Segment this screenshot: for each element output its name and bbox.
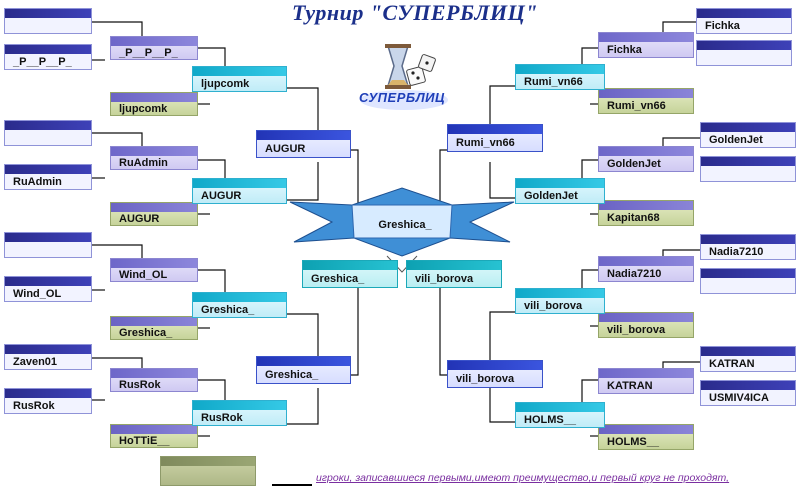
player-slot-r2b: Rumi_vn66 <box>598 88 694 114</box>
player-slot-l1b: _P__P__P_ <box>4 44 92 70</box>
player-slot-r1a: Fichka <box>696 8 792 34</box>
player-name: Zaven01 <box>13 356 58 368</box>
player-name: Greshica_ <box>311 273 365 285</box>
player-name: GoldenJet <box>607 158 661 170</box>
player-slot-l1a <box>4 8 92 34</box>
note-underline <box>272 484 312 486</box>
player-name: KATRAN <box>709 358 755 370</box>
player-name: Nadia7210 <box>607 268 662 280</box>
logo-text: СУПЕРБЛИЦ <box>358 90 445 105</box>
player-slot-r1g: KATRAN <box>700 346 796 372</box>
player-slot-l3b: AUGUR <box>192 178 287 204</box>
player-name: AUGUR <box>265 143 306 155</box>
player-name: ljupcomk <box>201 78 250 90</box>
player-slot-l1e <box>4 232 92 258</box>
player-name: HOLMS__ <box>607 436 659 448</box>
player-name: Greshica_ <box>201 304 255 316</box>
player-slot-lx <box>160 456 256 486</box>
player-name: _P__P__P_ <box>119 47 178 59</box>
player-name: _P__P__P_ <box>13 56 72 68</box>
player-name: Greshica_ <box>265 369 319 381</box>
player-slot-l2b: ljupcomk <box>110 92 198 116</box>
player-slot-r2e: Nadia7210 <box>598 256 694 282</box>
player-name: vili_borova <box>456 373 515 385</box>
player-name: Nadia7210 <box>709 246 764 258</box>
player-slot-r2g: KATRAN <box>598 368 694 394</box>
player-slot-r2h: HOLMS__ <box>598 424 694 450</box>
player-name: GoldenJet <box>524 190 578 202</box>
player-slot-r1b <box>696 40 792 66</box>
player-slot-l1g: Zaven01 <box>4 344 92 370</box>
player-slot-r2f: vili_borova <box>598 312 694 338</box>
player-slot-r1c: GoldenJet <box>700 122 796 148</box>
player-name: RuAdmin <box>119 157 168 169</box>
player-name: Rumi_vn66 <box>456 137 515 149</box>
player-slot-r2c: GoldenJet <box>598 146 694 172</box>
player-slot-l4a: AUGUR <box>256 130 351 158</box>
player-slot-l3d: RusRok <box>192 400 287 426</box>
page-title: Турнир "СУПЕРБЛИЦ" <box>292 0 538 25</box>
player-slot-r3a: Rumi_vn66 <box>515 64 605 90</box>
player-name: Fichka <box>705 20 740 32</box>
player-slot-l2g: RusRok <box>110 368 198 392</box>
player-slot-r4b: vili_borova <box>447 360 543 388</box>
player-name: vili_borova <box>524 300 583 312</box>
player-slot-l1f: Wind_OL <box>4 276 92 302</box>
player-name: vili_borova <box>415 273 474 285</box>
player-slot-r3d: HOLMS__ <box>515 402 605 428</box>
player-slot-l2h: HoTTiE__ <box>110 424 198 448</box>
player-name: USMIV4ICA <box>709 392 769 404</box>
player-slot-r2d: Kapitan68 <box>598 200 694 226</box>
player-name: GoldenJet <box>709 134 763 146</box>
player-name: Rumi_vn66 <box>607 100 666 112</box>
player-name: HOLMS__ <box>524 414 576 426</box>
player-slot-r1h: USMIV4ICA <box>700 380 796 406</box>
player-slot-l1h: RusRok <box>4 388 92 414</box>
player-slot-l4b: Greshica_ <box>256 356 351 384</box>
player-name: Rumi_vn66 <box>524 76 583 88</box>
player-slot-l2d: AUGUR <box>110 202 198 226</box>
player-name: ljupcomk <box>119 103 168 115</box>
player-name: AUGUR <box>119 213 160 225</box>
player-name: RusRok <box>13 400 55 412</box>
player-name: RusRok <box>201 412 243 424</box>
player-name: Fichka <box>607 44 642 56</box>
player-slot-l1d: RuAdmin <box>4 164 92 190</box>
player-slot-l3a: ljupcomk <box>192 66 287 92</box>
player-slot-r1d <box>700 156 796 182</box>
hourglass-dice-icon <box>360 44 448 110</box>
player-slot-sf_l: Greshica_ <box>302 260 398 288</box>
player-slot-l2e: Wind_OL <box>110 258 198 282</box>
player-slot-r1e: Nadia7210 <box>700 234 796 260</box>
player-name: vili_borova <box>607 324 666 336</box>
player-slot-r4a: Rumi_vn66 <box>447 124 543 152</box>
player-name: AUGUR <box>201 190 242 202</box>
player-slot-l2a: _P__P__P_ <box>110 36 198 60</box>
player-name: KATRAN <box>607 380 653 392</box>
player-name: RusRok <box>119 379 161 391</box>
player-slot-l2c: RuAdmin <box>110 146 198 170</box>
player-slot-l3c: Greshica_ <box>192 292 287 318</box>
player-slot-sf_r: vili_borova <box>406 260 502 288</box>
player-name: Wind_OL <box>13 288 62 300</box>
player-name: RuAdmin <box>13 176 62 188</box>
player-slot-l2f: Greshica_ <box>110 316 198 340</box>
player-name: HoTTiE__ <box>119 435 170 447</box>
tournament-logo: СУПЕРБЛИЦ <box>352 42 452 120</box>
player-slot-l1c <box>4 120 92 146</box>
player-name: Wind_OL <box>119 269 168 281</box>
champion-label: Greshica_ <box>378 219 432 231</box>
footnote: игроки, записавшиеся первыми,имеют преим… <box>316 472 730 484</box>
player-slot-r3c: vili_borova <box>515 288 605 314</box>
player-slot-r2a: Fichka <box>598 32 694 58</box>
player-slot-r3b: GoldenJet <box>515 178 605 204</box>
player-name: Greshica_ <box>119 327 173 339</box>
player-name: Kapitan68 <box>607 212 660 224</box>
player-slot-r1f <box>700 268 796 294</box>
